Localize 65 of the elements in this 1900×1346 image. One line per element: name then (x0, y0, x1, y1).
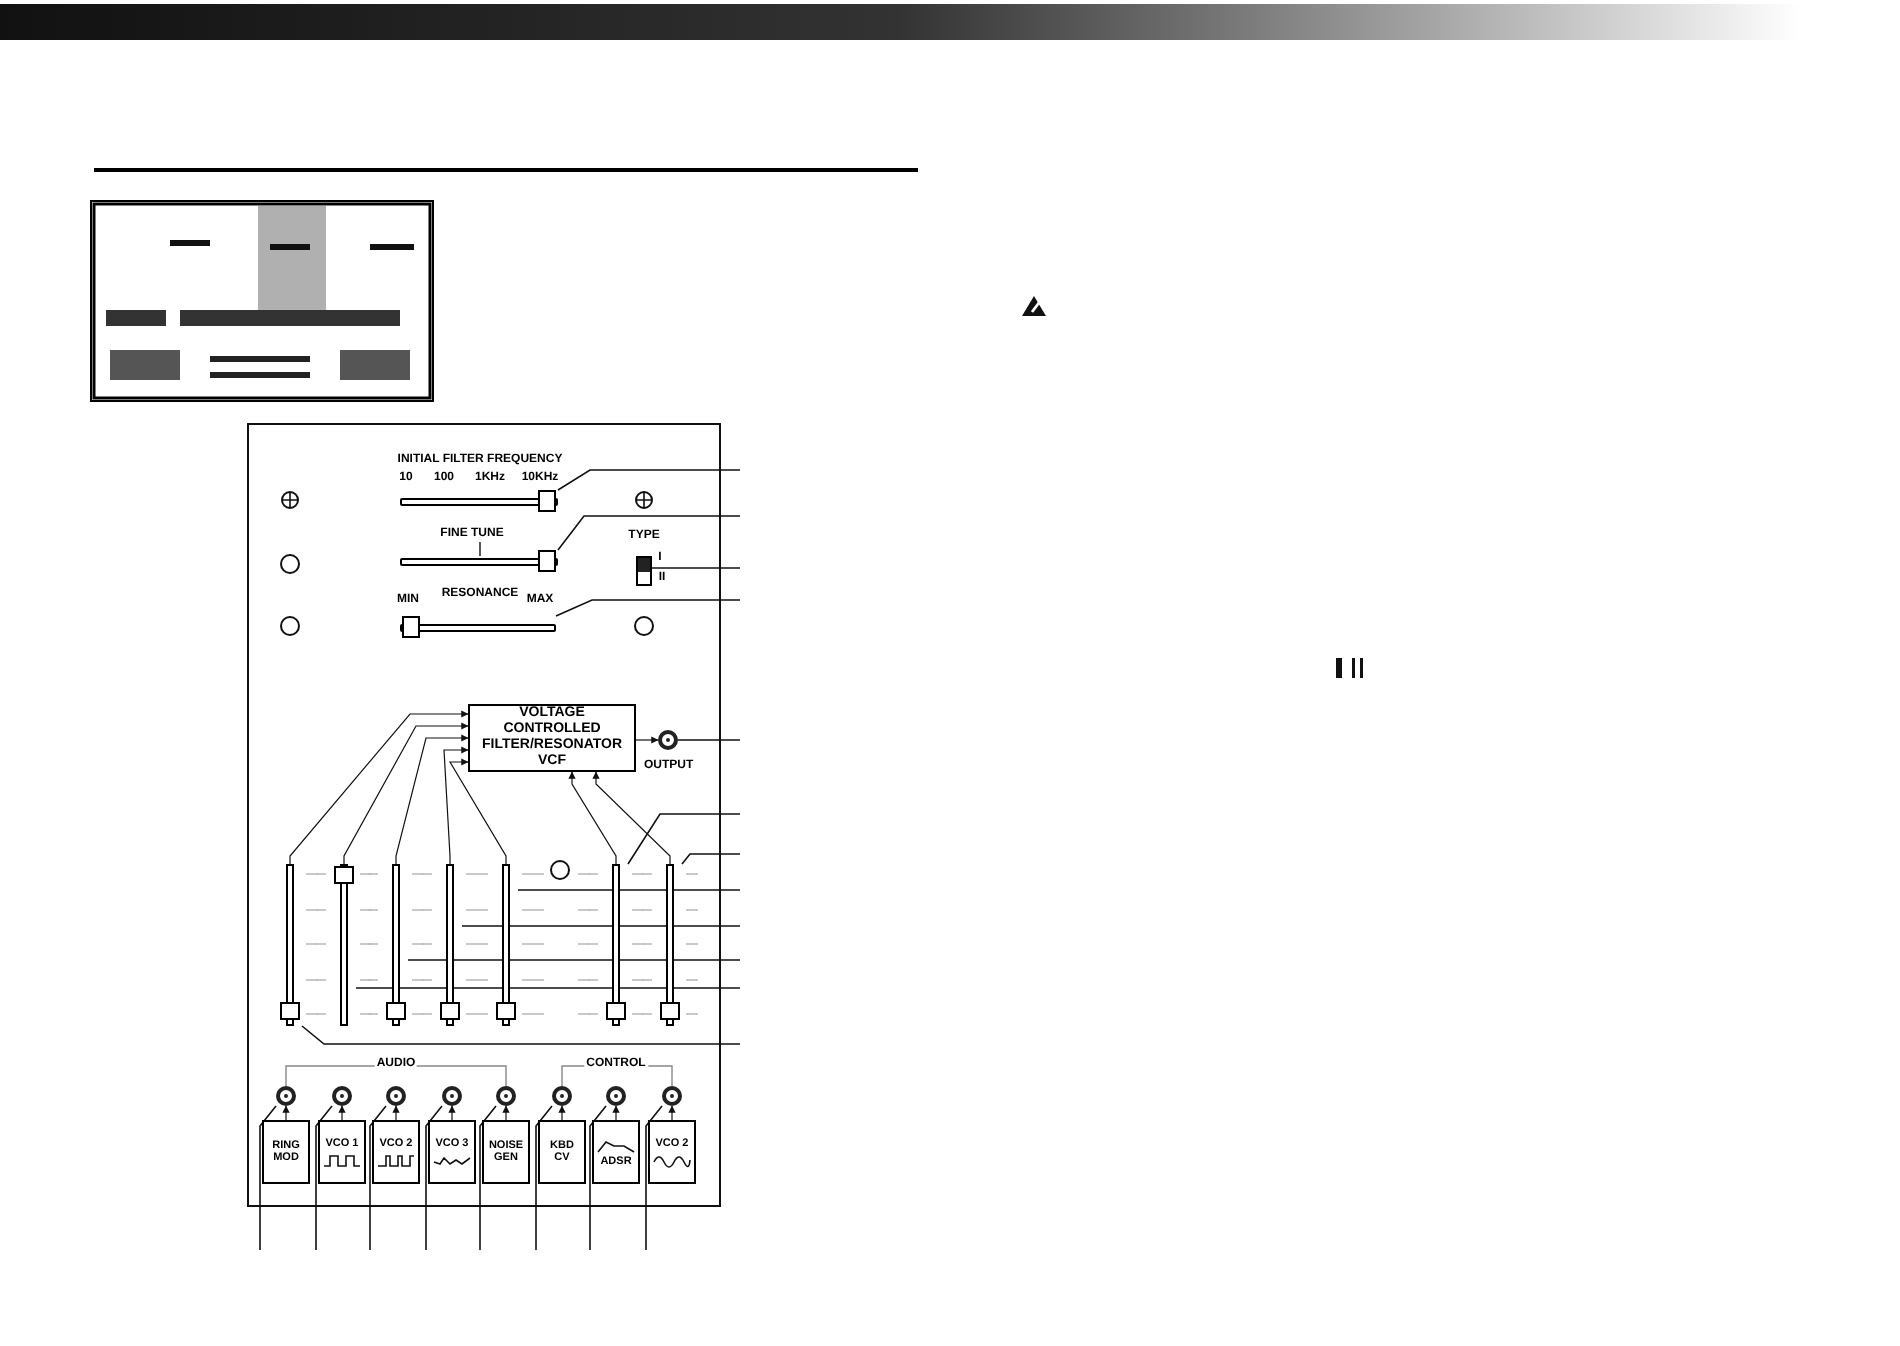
horizontal-slider (400, 616, 556, 640)
leader-line (407, 959, 741, 961)
jack-socket (276, 1086, 296, 1106)
leader-line (315, 1105, 333, 1251)
arrow (635, 736, 659, 744)
type-switch (636, 556, 652, 586)
leader-line (557, 515, 741, 551)
source-module-box (428, 1120, 476, 1184)
arrow (343, 722, 469, 865)
horizontal-slider (400, 550, 558, 572)
leader-line (301, 1025, 741, 1045)
leader-line (557, 469, 741, 491)
jack-socket (386, 1086, 406, 1106)
leader-line (627, 813, 741, 865)
vertical-slider (278, 864, 302, 1026)
arrow (289, 710, 469, 865)
vertical-slider (494, 864, 518, 1026)
leader-line (425, 1105, 443, 1251)
leader-line (555, 599, 741, 617)
arrow (448, 758, 507, 865)
vertical-slider (332, 864, 356, 1026)
leader-line (677, 739, 741, 741)
arrow (612, 1105, 620, 1121)
arrow (668, 1105, 676, 1121)
leader-line (369, 1105, 387, 1251)
jack-socket (662, 1086, 682, 1106)
arrow (282, 1105, 290, 1121)
vertical-slider (384, 864, 408, 1026)
leader-line (535, 1105, 553, 1251)
leader-line (479, 1105, 497, 1251)
vertical-slider (658, 864, 682, 1026)
jack-socket (332, 1086, 352, 1106)
arrow (448, 1105, 456, 1121)
arrow (568, 771, 617, 865)
leader-line (645, 1105, 663, 1251)
source-module-box (592, 1120, 640, 1184)
leader-line (681, 853, 741, 865)
source-module-box (482, 1120, 530, 1184)
source-module-box (262, 1120, 310, 1184)
jack-socket (606, 1086, 626, 1106)
arrow (558, 1105, 566, 1121)
source-module-box (648, 1120, 696, 1184)
jack-socket (496, 1086, 516, 1106)
leader-line (461, 925, 741, 927)
source-module-box (538, 1120, 586, 1184)
arrow (392, 1105, 400, 1121)
source-module-box (318, 1120, 366, 1184)
leader-line (589, 1105, 607, 1251)
leader-line (355, 987, 741, 989)
arrow (338, 1105, 346, 1121)
arrow (395, 734, 469, 865)
horizontal-slider (400, 490, 558, 512)
source-module-box (372, 1120, 420, 1184)
jack-socket (442, 1086, 462, 1106)
leader-line (259, 1105, 277, 1251)
arrow (592, 771, 671, 865)
filter-module-box (468, 704, 636, 772)
vertical-slider (438, 864, 462, 1026)
leader-line (651, 567, 741, 569)
jack-socket (552, 1086, 572, 1106)
arrow (502, 1105, 510, 1121)
leader-line (517, 889, 741, 891)
vertical-slider (604, 864, 628, 1026)
arrow (443, 746, 469, 865)
jack-socket (658, 730, 678, 750)
